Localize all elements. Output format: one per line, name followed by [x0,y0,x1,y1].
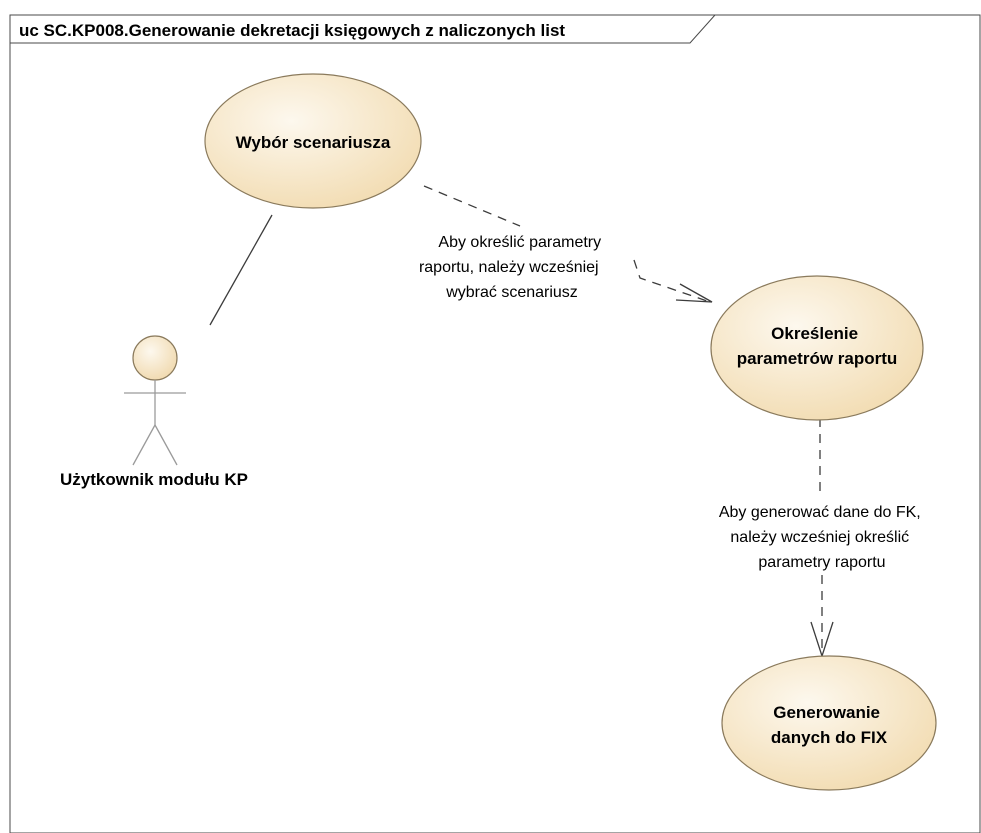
use-case-label: Generowanie danych do FIX [771,703,888,747]
dependency-2-label-line-2: należy wcześniej określić [730,529,909,546]
actor-right-leg [154,424,178,466]
use-case-ellipse[interactable] [721,655,937,791]
use-case-generowanie-danych[interactable]: Generowanie danych do FIX [721,655,937,791]
dependency-1-label-line-2: raportu, należy wcześniej [419,259,599,276]
dependency-1-label-line-3: wybrać scenariusz [445,284,578,301]
dependency-1-label-line-1: Aby określić parametry [438,234,601,251]
dependency-1-label: Aby określić parametry raportu, należy w… [419,234,606,301]
frame-title: uc SC.KP008.Generowanie dekretacji księg… [19,21,565,40]
dependency-1: Aby określić parametry raportu, należy w… [419,185,713,303]
use-case-okreslenie-parametrow[interactable]: Określenie parametrów raportu [710,275,924,421]
actor-uzytkownik[interactable]: Użytkownik modułu KP [60,335,248,489]
use-case-ellipse[interactable] [710,275,924,421]
frame-border [9,14,981,833]
dependency-2-label: Aby generować dane do FK, należy wcześni… [719,504,925,571]
actor-head[interactable] [132,335,178,381]
actor-left-leg [132,424,156,466]
frame-title-tab [10,14,716,44]
use-case-wybor-scenariusza[interactable]: Wybór scenariusza [204,73,422,209]
use-case-label-line-1: Określenie [771,324,858,343]
diagram-frame: uc SC.KP008.Generowanie dekretacji księg… [9,14,981,833]
actor-label: Użytkownik modułu KP [60,470,248,489]
use-case-ellipse[interactable] [204,73,422,209]
dependency-2: Aby generować dane do FK, należy wcześni… [719,418,925,659]
dependency-1-line-a [423,185,521,227]
dependency-2-label-line-1: Aby generować dane do FK, [719,504,921,521]
use-case-label: Wybór scenariusza [236,133,391,152]
use-case-label-line-1: Generowanie [773,703,880,722]
dependency-2-label-line-3: parametry raportu [758,554,885,571]
dependency-1-arrowhead [675,283,713,303]
dependency-1-line-b [633,259,711,303]
use-case-label-line-2: parametrów raportu [737,349,898,368]
use-case-label-line-2: danych do FIX [771,728,888,747]
association-line [209,214,273,326]
use-case-label: Określenie parametrów raportu [737,324,898,368]
